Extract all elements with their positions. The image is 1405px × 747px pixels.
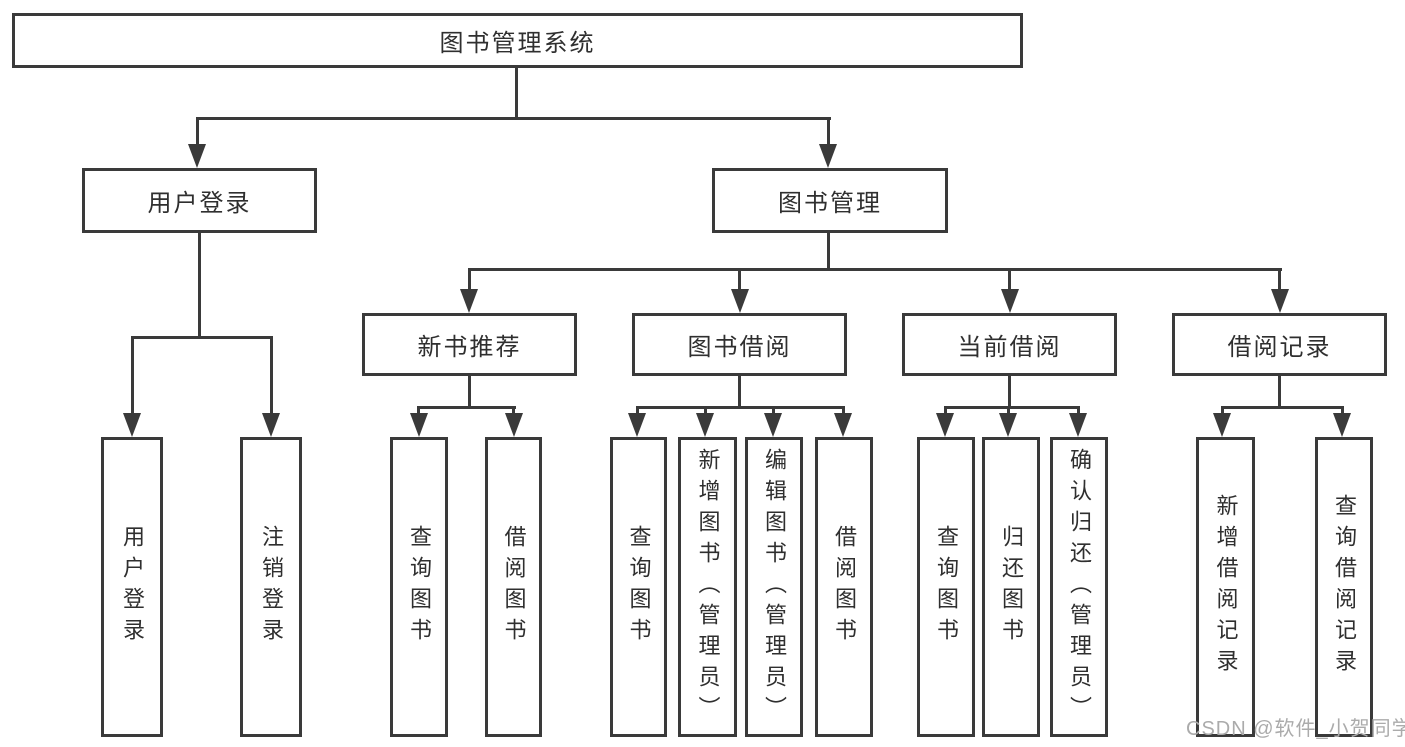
connector-new-book-trunk: [468, 376, 471, 408]
connector-stub: [636, 406, 639, 416]
connector-borrow-records-rail: [1221, 406, 1344, 409]
connector-stub: [1221, 406, 1224, 416]
node-current-borrow: 当前借阅: [902, 313, 1117, 376]
arrow-down-icon: [1213, 413, 1231, 437]
connector-level3-rail: [468, 268, 1282, 271]
node-user-login: 用户登录: [82, 168, 317, 233]
arrow-down-icon: [262, 413, 280, 437]
connector-stub-borrow-records: [1278, 268, 1281, 292]
arrow-down-icon: [1271, 289, 1289, 313]
arrow-down-icon: [188, 144, 206, 168]
connector-stub-leaf-login: [131, 336, 134, 416]
connector-book-management-trunk: [827, 233, 830, 270]
node-new-book-recommend: 新书推荐: [362, 313, 577, 376]
leaf-query-books-current: 查询图书: [917, 437, 975, 737]
connector-stub: [417, 406, 420, 416]
node-book-borrow: 图书借阅: [632, 313, 847, 376]
arrow-down-icon: [696, 413, 714, 437]
arrow-down-icon: [819, 144, 837, 168]
connector-current-borrow-rail: [944, 406, 1080, 409]
leaf-edit-books-admin: 编辑图书（管理员）: [745, 437, 803, 737]
connector-borrow-records-trunk: [1278, 376, 1281, 408]
connector-stub-current-borrow: [1008, 268, 1011, 292]
arrow-down-icon: [410, 413, 428, 437]
arrow-down-icon: [1069, 413, 1087, 437]
connector-stub: [1077, 406, 1080, 416]
arrow-down-icon: [1333, 413, 1351, 437]
connector-stub-new-book: [468, 268, 471, 292]
arrow-down-icon: [999, 413, 1017, 437]
arrow-down-icon: [764, 413, 782, 437]
leaf-add-borrow-record: 新增借阅记录: [1196, 437, 1255, 737]
node-book-management: 图书管理: [712, 168, 948, 233]
arrow-down-icon: [628, 413, 646, 437]
leaf-query-books-recommend: 查询图书: [390, 437, 448, 737]
leaf-borrow-books-recommend: 借阅图书: [485, 437, 542, 737]
arrow-down-icon: [460, 289, 478, 313]
connector-new-book-rail: [418, 406, 516, 409]
leaf-add-books-admin: 新增图书（管理员）: [678, 437, 737, 737]
connector-stub-user-login: [196, 117, 199, 147]
node-root-library-system: 图书管理系统: [12, 13, 1023, 68]
connector-stub: [772, 406, 775, 416]
connector-user-login-trunk: [198, 233, 201, 338]
node-borrow-records: 借阅记录: [1172, 313, 1387, 376]
csdn-watermark: CSDN @软件_小贺同学: [1186, 718, 1405, 740]
connector-level2-rail: [196, 117, 831, 120]
arrow-down-icon: [936, 413, 954, 437]
connector-stub: [1007, 406, 1010, 416]
connector-user-login-rail: [131, 336, 273, 339]
connector-root-trunk: [515, 66, 518, 119]
connector-stub: [512, 406, 515, 416]
leaf-logout: 注销登录: [240, 437, 302, 737]
connector-stub: [704, 406, 707, 416]
connector-stub-book-management: [827, 117, 830, 147]
connector-book-borrow-rail: [636, 406, 845, 409]
connector-stub-book-borrow: [738, 268, 741, 292]
connector-current-borrow-trunk: [1008, 376, 1011, 408]
leaf-confirm-return-admin: 确认归还（管理员）: [1050, 437, 1108, 737]
arrow-down-icon: [505, 413, 523, 437]
arrow-down-icon: [123, 413, 141, 437]
leaf-query-books-borrow: 查询图书: [610, 437, 667, 737]
leaf-return-books: 归还图书: [982, 437, 1040, 737]
arrow-down-icon: [731, 289, 749, 313]
leaf-user-login: 用户登录: [101, 437, 163, 737]
connector-stub-leaf-logout: [270, 336, 273, 416]
arrow-down-icon: [1001, 289, 1019, 313]
connector-stub: [944, 406, 947, 416]
leaf-borrow-books: 借阅图书: [815, 437, 873, 737]
connector-stub: [1341, 406, 1344, 416]
leaf-query-borrow-record: 查询借阅记录: [1315, 437, 1373, 737]
connector-stub: [842, 406, 845, 416]
connector-book-borrow-trunk: [738, 376, 741, 408]
arrow-down-icon: [834, 413, 852, 437]
